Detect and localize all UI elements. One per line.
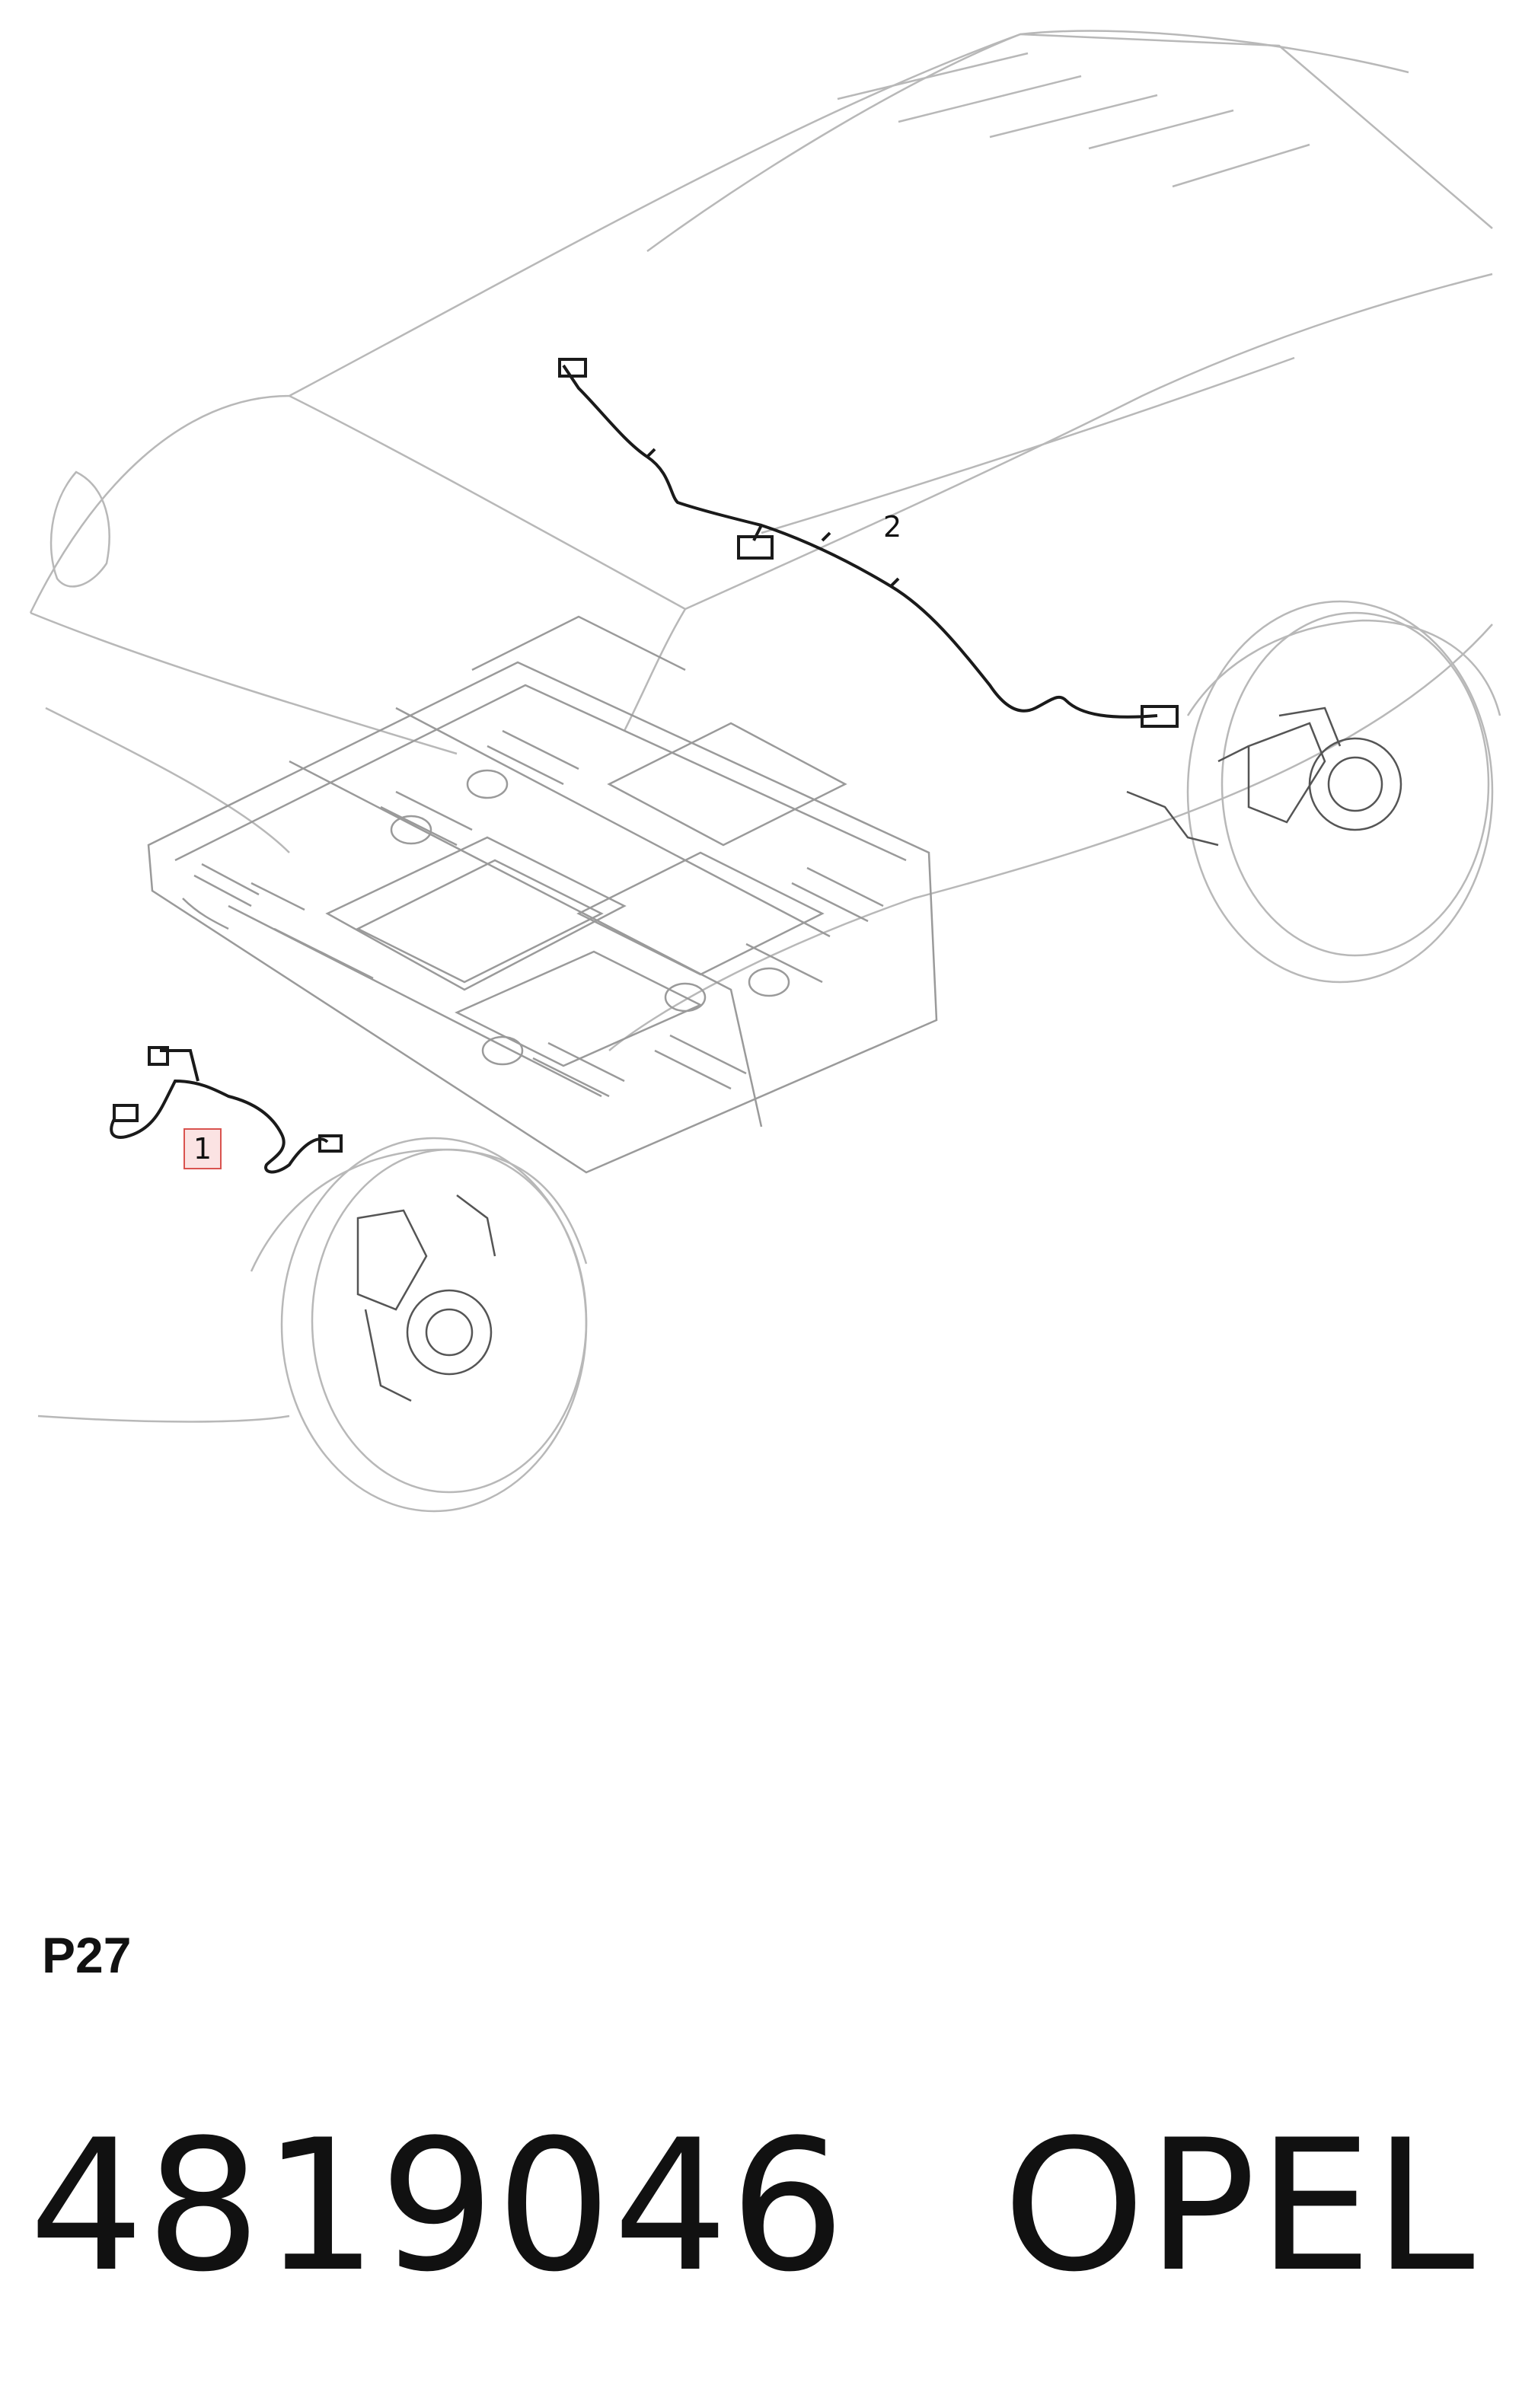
vehicle-underbody-diagram: [29, 30, 1501, 1513]
page-code: P27: [42, 1927, 132, 1983]
callout-2[interactable]: 2: [883, 510, 902, 544]
rear-hub-assembly: [1126, 706, 1402, 847]
callout-1[interactable]: 1: [183, 1128, 222, 1169]
wiring-harness-2: [558, 358, 1179, 728]
floor-pan: [147, 615, 938, 1174]
part-number: 4819046: [29, 2101, 847, 2312]
car-body-outline: [29, 30, 1501, 1513]
brand-name: OPEL: [1002, 2101, 1476, 2312]
wiring-harness-1: [110, 1046, 343, 1174]
front-hub-assembly: [356, 1194, 496, 1402]
